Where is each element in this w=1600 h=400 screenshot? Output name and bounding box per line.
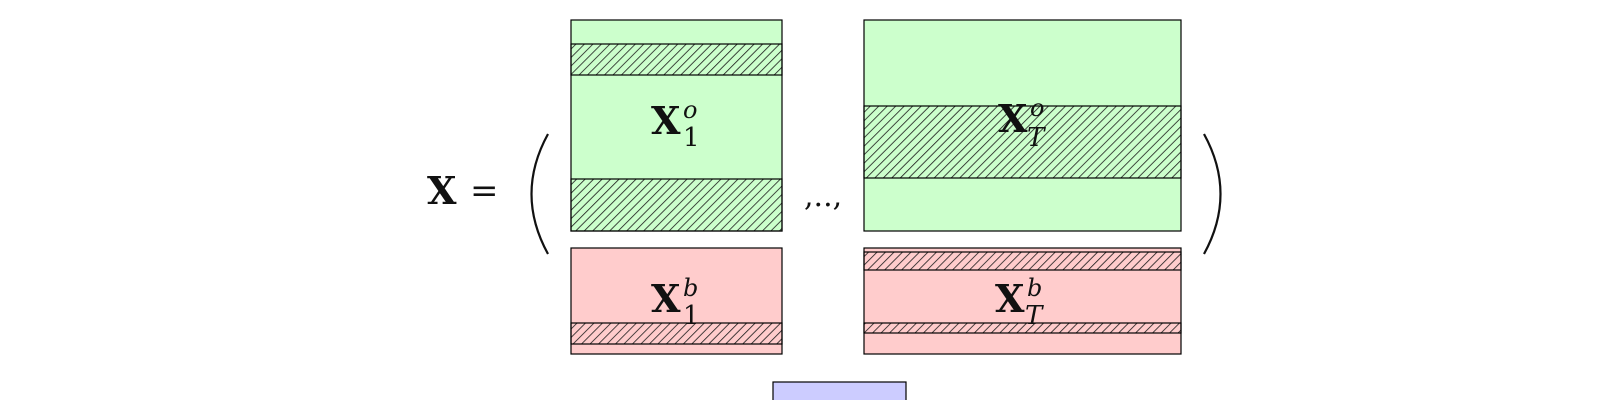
hatched-band — [570, 178, 783, 232]
block-xt-observed-label-base: X — [998, 96, 1028, 141]
block-x1-background-label-base: X — [651, 276, 681, 321]
hatched-band — [570, 43, 783, 76]
block-x1-observed-label-sup: o — [683, 96, 697, 124]
ellipsis-separator: ,.., — [804, 179, 842, 214]
block-xt-background: X b T — [863, 247, 1182, 355]
equals-sign: = — [470, 171, 499, 211]
block-xt-observed: X o T — [863, 19, 1182, 232]
block-xt-background-label-base: X — [995, 276, 1025, 321]
block-x1-observed-label-base: X — [651, 98, 681, 143]
hatched-band — [570, 322, 783, 345]
hatched-band — [863, 105, 1182, 179]
hatched-band — [863, 322, 1182, 334]
block-x1-background: X b 1 — [570, 247, 783, 355]
right-parenthesis — [1203, 133, 1222, 255]
block-xt-background-label-sup: b — [1027, 274, 1042, 302]
block-xt-observed-label-sub: T — [1027, 123, 1046, 153]
block-x1-observed-label-sub: 1 — [683, 123, 700, 153]
lhs-symbol: X — [427, 168, 457, 213]
block-x1-background-label-sub: 1 — [683, 301, 700, 331]
block-xt-background-label-sub: T — [1025, 301, 1044, 331]
hatched-band — [863, 251, 1182, 271]
left-parenthesis — [530, 133, 549, 255]
block-xt-observed-label-sup: o — [1030, 94, 1044, 122]
block-x1-observed: X o 1 — [570, 19, 783, 232]
block-x1-background-label-sup: b — [683, 274, 698, 302]
partial-box — [772, 381, 907, 400]
